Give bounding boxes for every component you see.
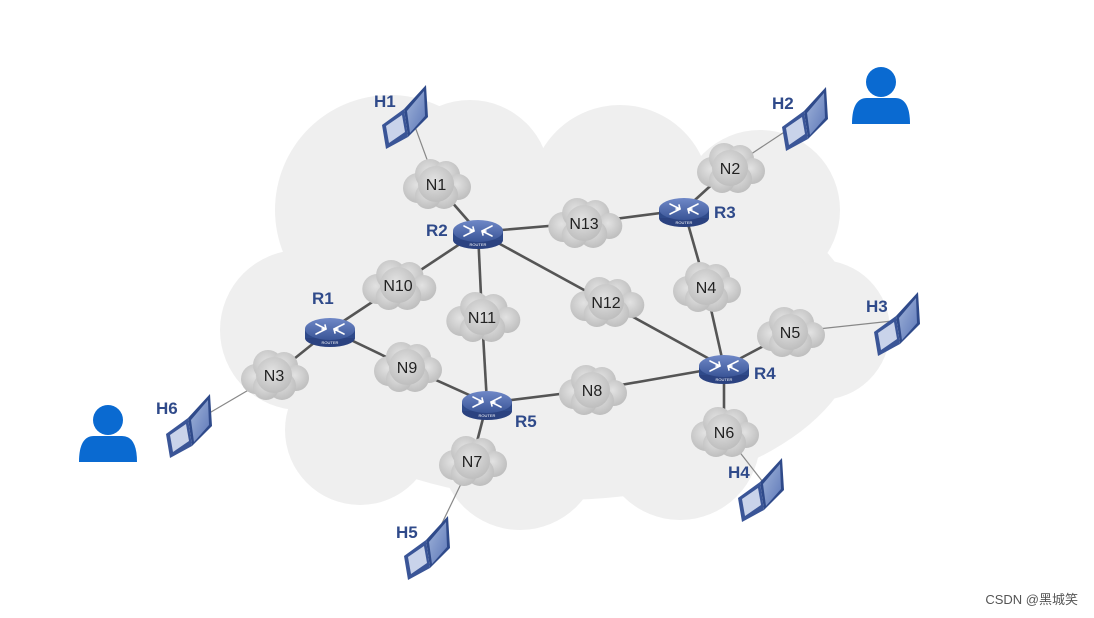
router-badge: ROUTER [479,413,496,418]
subnet-label: N12 [591,295,620,312]
router-badge: ROUTER [322,340,339,345]
subnet-label: N9 [397,360,418,377]
subnet-cloud-n3: N3 [241,350,309,400]
subnet-label: N2 [720,161,741,178]
router-r2: ROUTER R2 [426,220,503,249]
subnet-label: N10 [383,278,412,295]
subnet-label: N7 [462,454,483,471]
watermark: CSDN @黑城笑 [985,592,1078,607]
subnet-cloud-n7: N7 [439,436,507,486]
nodes-layer: N1N2N3N4N5N6N7N8N9N10N11N12N13ROUTERR1RO… [79,67,920,580]
laptop-icon [166,394,212,458]
host-label: H5 [396,523,418,542]
host-h1: H1 [374,85,428,149]
router-r1: ROUTER R1 [305,289,355,347]
subnet-cloud-n12: N12 [570,277,645,327]
subnet-cloud-n13: N13 [548,198,623,248]
user-icon [79,405,137,462]
laptop-icon [738,458,784,522]
subnet-label: N4 [696,280,717,297]
host-h2: H2 [772,87,828,151]
subnet-cloud-n5: N5 [757,307,825,357]
subnet-cloud-n4: N4 [673,262,741,312]
subnet-cloud-n9: N9 [374,342,442,392]
router-label: R3 [714,203,736,222]
host-label: H6 [156,399,178,418]
router-r4: ROUTER R4 [699,355,776,384]
subnet-label: N3 [264,368,285,385]
subnet-cloud-n1: N1 [403,159,471,209]
subnet-cloud-n11: N11 [446,292,521,342]
router-r5: ROUTER R5 [462,391,537,431]
laptop-icon [874,292,920,356]
laptop-icon [382,85,428,149]
subnet-label: N11 [468,310,496,327]
subnet-label: N13 [569,216,598,233]
router-badge: ROUTER [676,220,693,225]
router-label: R5 [515,412,537,431]
host-label: H3 [866,297,888,316]
host-label: H1 [374,92,396,111]
subnet-cloud-n2: N2 [697,143,765,193]
host-h5: H5 [396,516,450,580]
host-label: H2 [772,94,794,113]
user-icon [852,67,910,124]
router-label: R1 [312,289,334,308]
laptop-icon [782,87,828,151]
laptop-icon [404,516,450,580]
subnet-cloud-n10: N10 [362,260,437,310]
host-label: H4 [728,463,750,482]
router-badge: ROUTER [470,242,487,247]
router-label: R4 [754,364,776,383]
subnet-label: N1 [426,177,447,194]
host-h4: H4 [728,458,784,522]
host-h3: H3 [866,292,920,356]
router-badge: ROUTER [716,377,733,382]
subnet-label: N6 [714,425,735,442]
subnet-label: N5 [780,325,801,342]
subnet-label: N8 [582,383,603,400]
subnet-cloud-n6: N6 [691,407,759,457]
router-label: R2 [426,221,448,240]
subnet-cloud-n8: N8 [559,365,627,415]
host-h6: H6 [156,394,212,458]
router-r3: ROUTER R3 [659,198,736,227]
